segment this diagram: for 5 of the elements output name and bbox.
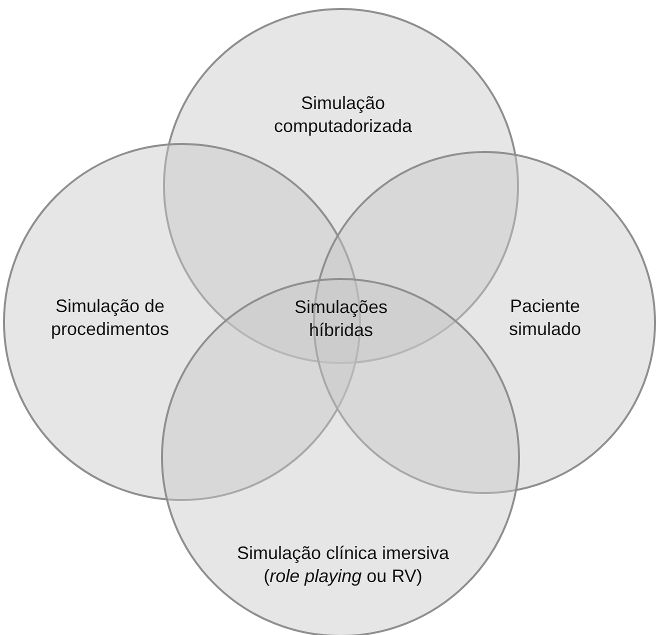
center-label: Simulações híbridas [293,296,389,342]
circle-label: Simulação computadorizada [272,92,414,138]
circle-label: Simulação clínica imersiva (role playing ou RV) [236,542,450,588]
circle-label: Paciente simulado [508,295,582,342]
circle-label: Simulação de procedimentos [50,295,170,342]
